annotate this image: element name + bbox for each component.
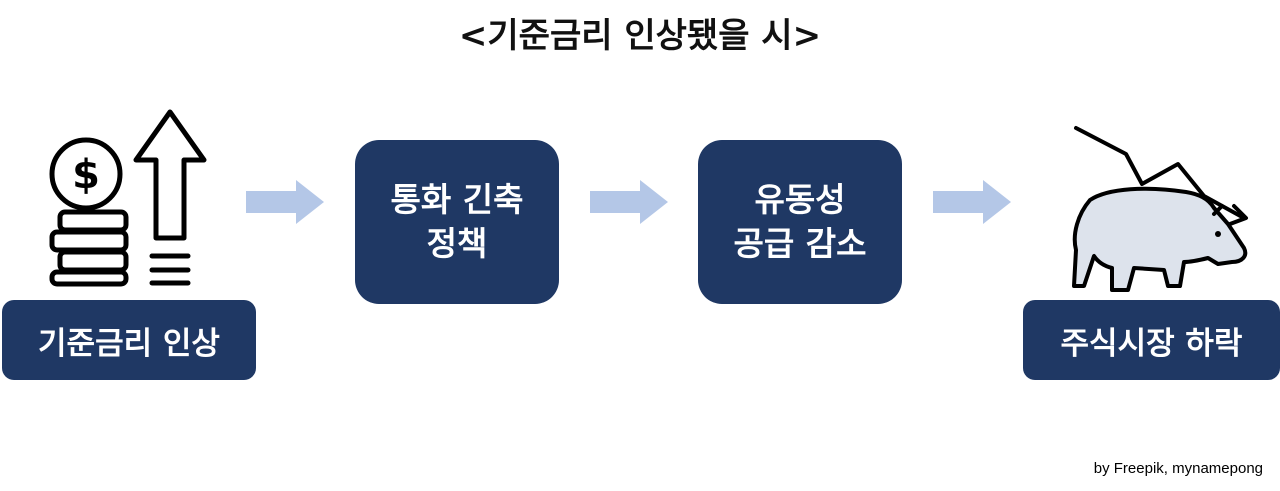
step-3-box: 유동성 공급 감소 <box>698 140 902 304</box>
svg-text:$: $ <box>72 152 100 198</box>
credit-text: by Freepik, mynamepong <box>1093 460 1263 477</box>
step-1-label: 기준금리 인상 <box>38 325 220 362</box>
step-2-line-1: 통화 긴축 <box>390 180 524 219</box>
step-4-label: 주식시장 하락 <box>1060 325 1243 362</box>
diagram-title: <기준금리 인상됐을 시> <box>458 16 822 56</box>
flow-arrow-2 <box>590 180 668 224</box>
step-2-box: 통화 긴축 정책 <box>355 140 559 304</box>
flow-arrow-1 <box>246 180 324 224</box>
step-3-line-1: 유동성 <box>754 180 846 219</box>
bear-falling-chart-icon <box>1072 126 1248 292</box>
step-4-box: 주식시장 하락 <box>1023 300 1280 380</box>
coins-rising-arrow-icon: $ <box>49 109 207 287</box>
step-1-box: 기준금리 인상 <box>2 300 256 380</box>
step-2-line-2: 정책 <box>426 224 488 263</box>
flow-arrow-3 <box>933 180 1011 224</box>
step-3-line-2: 공급 감소 <box>733 224 867 263</box>
